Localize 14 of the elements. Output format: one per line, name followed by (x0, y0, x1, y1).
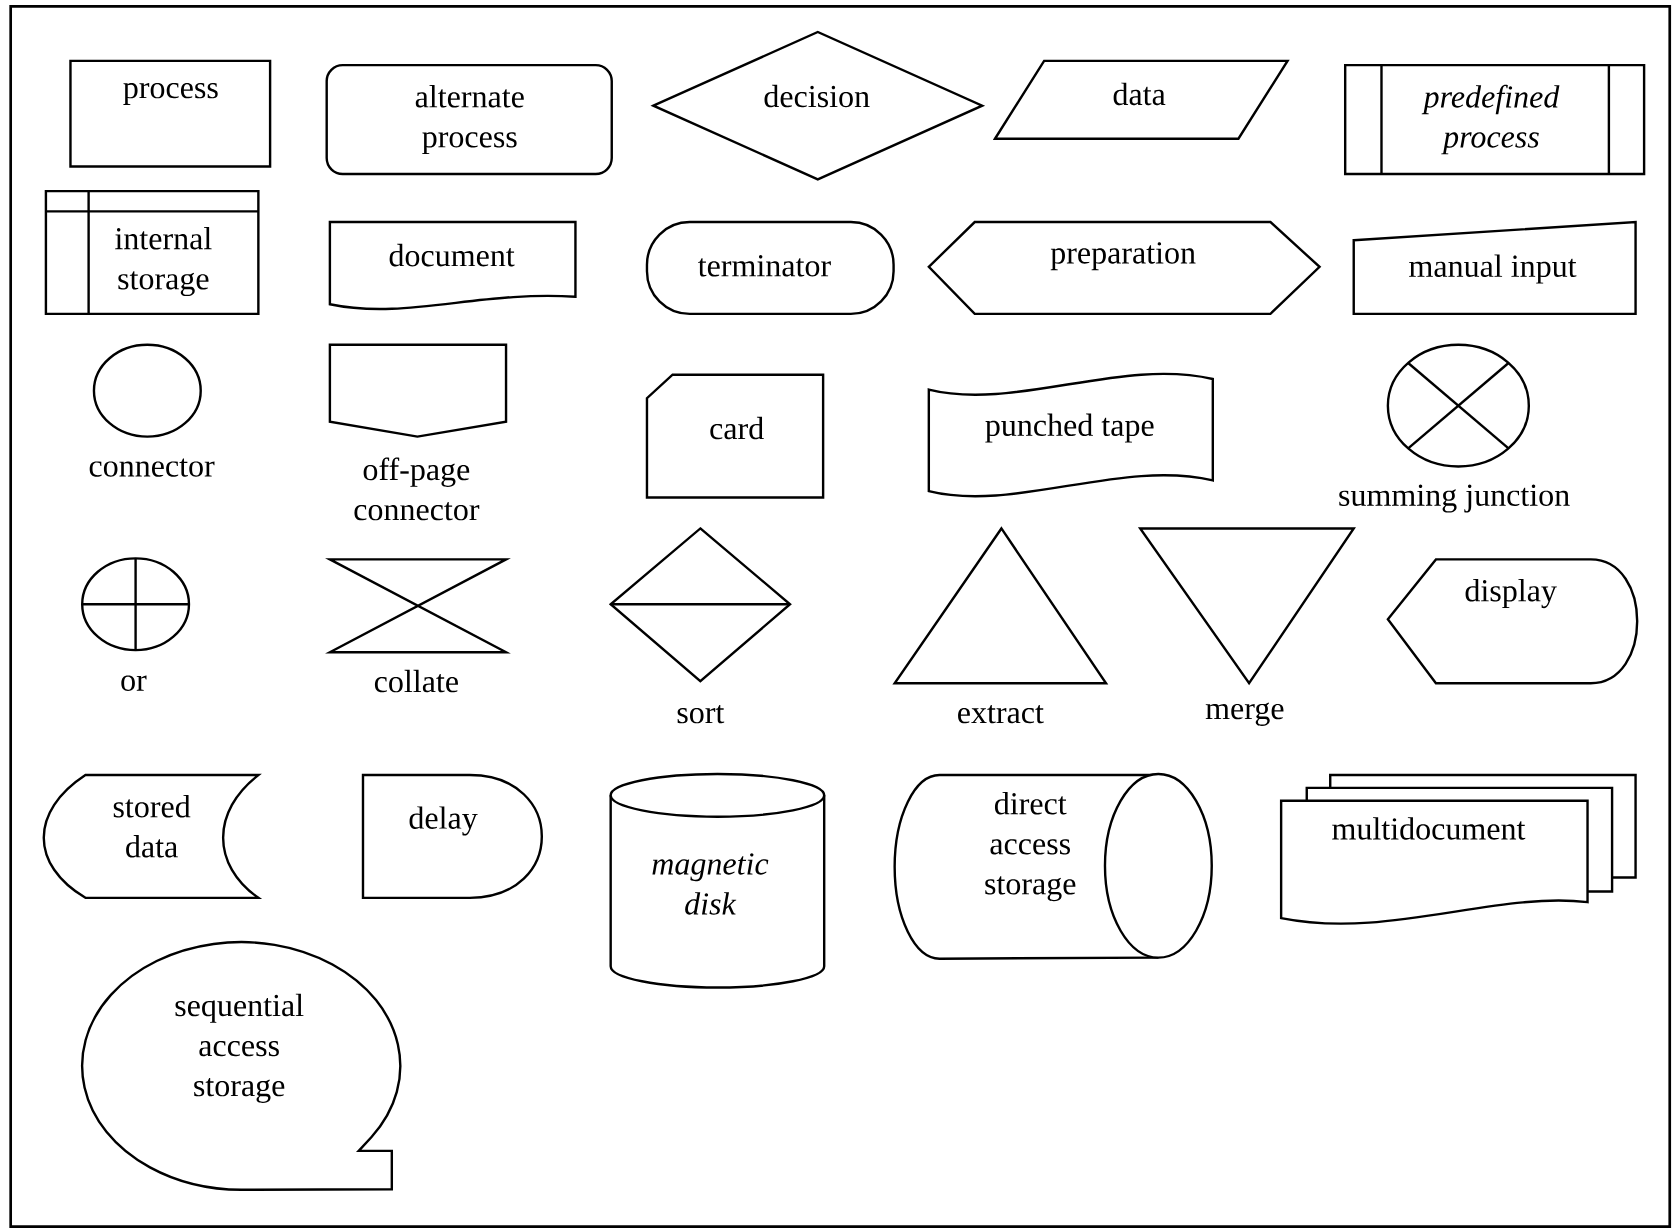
shape-label: connector (89, 458, 215, 477)
shape-label: summing junction (1339, 484, 1570, 513)
process-box: process (69, 59, 272, 168)
shape-label: or (121, 675, 147, 691)
shape-label: off-page connector (354, 457, 480, 521)
horizontal-cylinder: direct access storage (893, 772, 1213, 960)
internal-storage-box: internal storage (44, 189, 260, 316)
shape-label: collate (374, 669, 458, 693)
shape-label: merge (1205, 702, 1284, 726)
shape-label: sort (677, 705, 725, 724)
rounded-box: alternate process (325, 63, 613, 176)
cylinder: magnetic disk (609, 772, 826, 989)
shape-label: extract (958, 705, 1044, 724)
predefined-process-box: predefined process (1344, 63, 1646, 176)
